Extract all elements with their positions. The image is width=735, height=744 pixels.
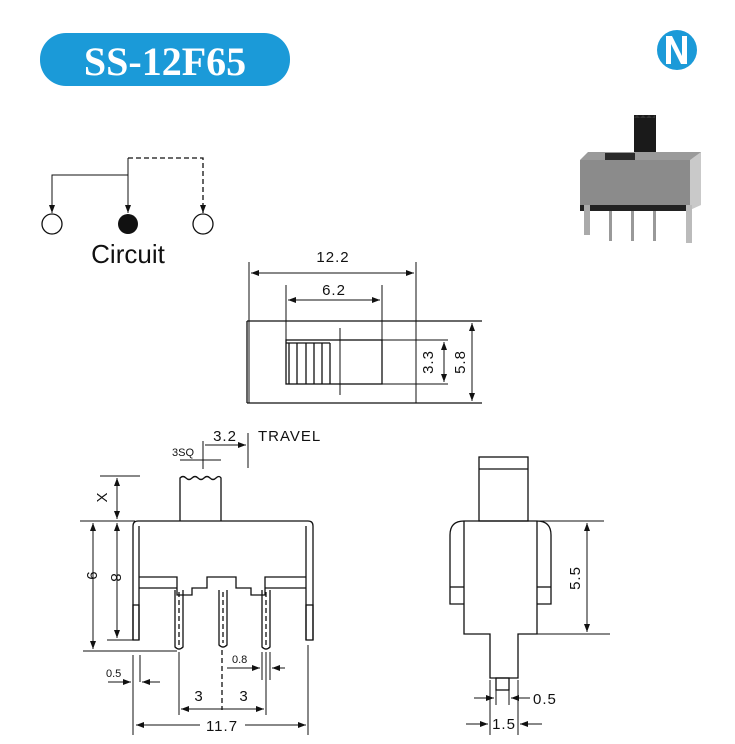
terminal-open-icon <box>192 213 214 235</box>
dim-side-body-height: 5.5 <box>567 566 584 590</box>
dim-pitch-right: 3 <box>239 688 248 705</box>
product-photo <box>580 115 701 243</box>
dim-pin-width: 0.8 <box>232 654 247 666</box>
side-view-drawing: 5.5 0.5 1.5 <box>449 456 610 735</box>
dim-stem-width: 1.5 <box>492 716 516 733</box>
dim-tab-thickness: 0.5 <box>106 668 121 680</box>
terminal-open-icon <box>41 213 63 235</box>
brand-logo <box>657 30 697 70</box>
dim-overall-width: 11.7 <box>206 718 238 735</box>
top-view-drawing: 12.2 6.2 3.3 5.8 <box>246 249 482 404</box>
model-title: SS-12F65 <box>84 39 246 84</box>
dim-body-height: 5.8 <box>452 350 469 374</box>
dim-slot-height: 3.3 <box>420 350 437 374</box>
dim-actuator-height: X <box>94 491 111 502</box>
front-view-drawing: 3SQ 3.2 TRAVEL X 9 8 <box>80 428 321 735</box>
dim-pitch-left: 3 <box>194 688 203 705</box>
dim-actuator-size: 3SQ <box>172 447 194 459</box>
dim-overall-height: 9 <box>83 571 100 580</box>
dim-body-height-front: 8 <box>107 573 124 582</box>
travel-label: TRAVEL <box>258 428 321 445</box>
dim-pin-thickness: 0.5 <box>533 691 557 708</box>
circuit-diagram: Circuit <box>41 157 214 269</box>
circuit-label: Circuit <box>91 239 165 269</box>
terminal-common-icon <box>118 214 138 234</box>
model-title-badge: SS-12F65 <box>40 33 290 86</box>
dim-slot-length: 6.2 <box>322 282 346 299</box>
dim-travel-value: 3.2 <box>213 428 237 445</box>
dim-overall-length: 12.2 <box>316 249 349 266</box>
